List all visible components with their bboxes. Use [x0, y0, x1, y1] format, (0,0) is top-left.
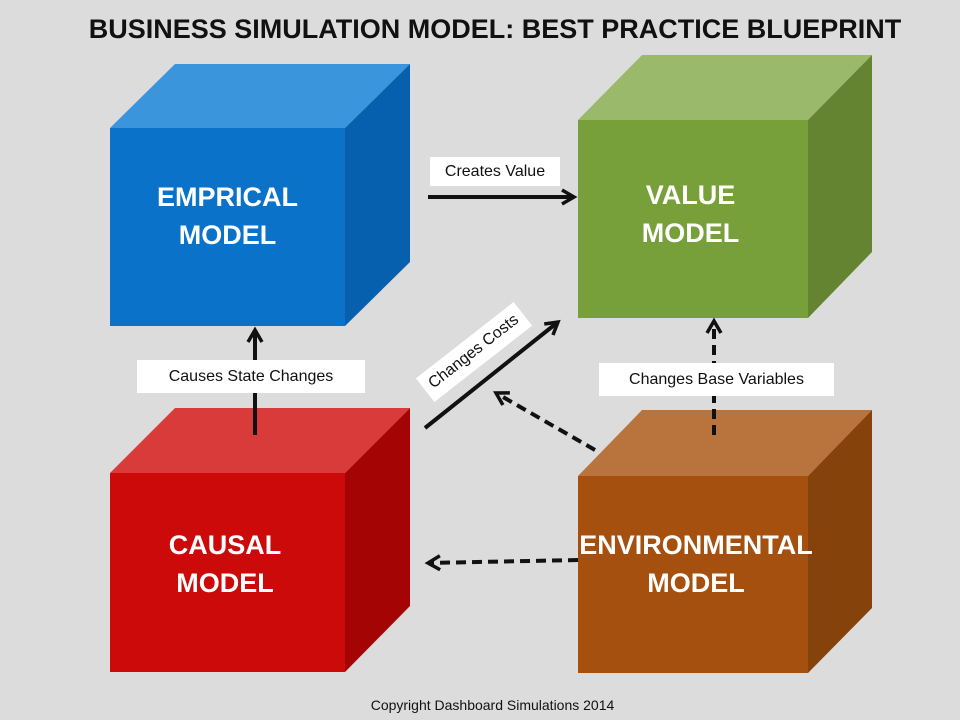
empirical-model-label-line1: EMPRICAL: [157, 182, 298, 212]
creates-value-label: Creates Value: [430, 157, 560, 186]
environmental-to-causal-arrow: [424, 554, 579, 572]
environmental-model-label-line2: MODEL: [647, 568, 745, 598]
changes-base-variables-label: Changes Base Variables: [599, 363, 834, 396]
environmental-to-costs-arrow: [492, 391, 596, 452]
value-model-label-line2: MODEL: [641, 218, 740, 248]
copyright-text: Copyright Dashboard Simulations 2014: [370, 697, 615, 713]
causal-model-label-line1: CAUSAL: [168, 530, 282, 560]
empirical-model-box: [110, 64, 410, 326]
causal-model-label: CAUSAL MODEL: [110, 526, 340, 602]
causal-model-box: [110, 408, 410, 672]
environmental-model-label: ENVIRONMENTAL MODEL: [578, 526, 814, 602]
empirical-model-label: EMPRICAL MODEL: [110, 178, 345, 254]
environmental-model-label-line1: ENVIRONMENTAL: [579, 530, 813, 560]
empirical-model-label-line2: MODEL: [178, 220, 277, 250]
value-model-box: [578, 55, 872, 318]
changes-costs-arrow: [423, 319, 561, 430]
environmental-model-box: [578, 410, 872, 673]
diagram-title: BUSINESS SIMULATION MODEL: BEST PRACTICE…: [88, 14, 902, 44]
value-model-label: VALUE MODEL: [578, 176, 803, 252]
value-model-label-line1: VALUE: [645, 180, 736, 210]
causes-state-changes-label: Causes State Changes: [137, 360, 365, 393]
causal-model-label-line2: MODEL: [176, 568, 274, 598]
